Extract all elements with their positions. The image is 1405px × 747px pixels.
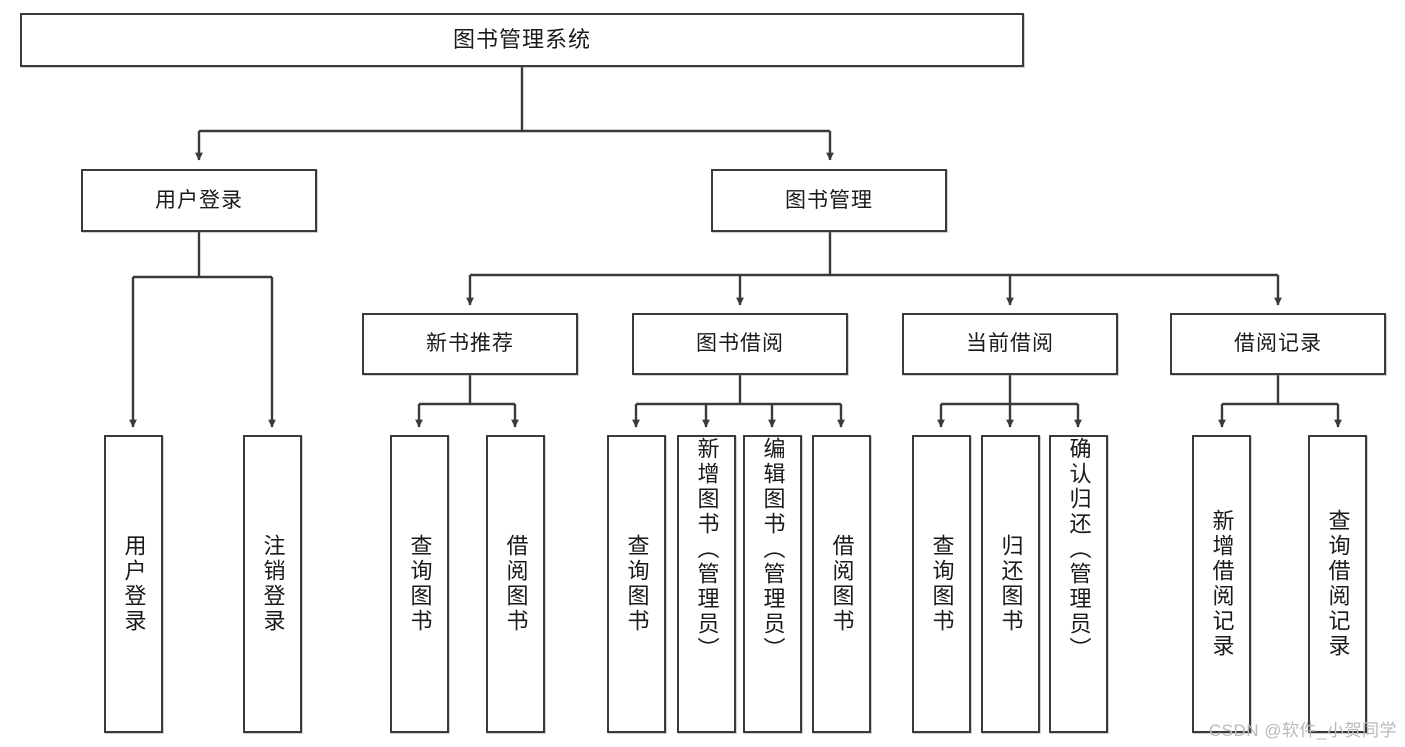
node-label: 新书推荐 [426,332,514,356]
leaf-current-return-book[interactable]: 归还图书 [981,435,1040,733]
node-label: 图书管理系统 [452,26,591,52]
node-label: 图书借阅 [696,332,784,356]
leaf-record-query-record[interactable]: 查询借阅记录 [1308,435,1367,733]
node-label: 借阅图书 [829,534,855,634]
leaf-borrow-borrow-book[interactable]: 借阅图书 [812,435,871,733]
node-label: 用户登录 [121,534,147,634]
node-label: 借阅图书 [503,534,529,634]
node-label: 查询借阅记录 [1325,509,1351,659]
node-user-login[interactable]: 用户登录 [81,169,317,232]
leaf-new-book-borrow[interactable]: 借阅图书 [486,435,545,733]
node-label: 归还图书 [998,534,1024,634]
node-label: 查询图书 [407,534,433,634]
leaf-current-confirm-return-admin[interactable]: 确认归还（管理员） [1049,435,1108,733]
node-label: 借阅记录 [1234,332,1322,356]
node-label: 用户登录 [155,188,243,212]
node-label: 编辑图书（管理员） [760,437,786,662]
node-label: 注销登录 [260,534,286,634]
node-label: 当前借阅 [966,332,1054,356]
leaf-current-query-book[interactable]: 查询图书 [912,435,971,733]
node-root-system[interactable]: 图书管理系统 [20,13,1024,67]
leaf-record-add-record[interactable]: 新增借阅记录 [1192,435,1251,733]
leaf-user-login-logout[interactable]: 注销登录 [243,435,302,733]
leaf-new-book-query[interactable]: 查询图书 [390,435,449,733]
node-borrow-record[interactable]: 借阅记录 [1170,313,1386,375]
node-book-management[interactable]: 图书管理 [711,169,947,232]
leaf-borrow-query-book[interactable]: 查询图书 [607,435,666,733]
node-label: 确认归还（管理员） [1066,437,1092,662]
node-label: 新增借阅记录 [1209,509,1235,659]
leaf-borrow-edit-book-admin[interactable]: 编辑图书（管理员） [743,435,802,733]
leaf-user-login-login[interactable]: 用户登录 [104,435,163,733]
leaf-borrow-add-book-admin[interactable]: 新增图书（管理员） [677,435,736,733]
node-new-book-recommend[interactable]: 新书推荐 [362,313,578,375]
node-label: 新增图书（管理员） [694,437,720,662]
node-current-borrow[interactable]: 当前借阅 [902,313,1118,375]
node-label: 图书管理 [785,188,873,212]
watermark-text: CSDN @软件_小贺同学 [1208,721,1397,740]
node-label: 查询图书 [929,534,955,634]
node-label: 查询图书 [624,534,650,634]
node-book-borrow[interactable]: 图书借阅 [632,313,848,375]
